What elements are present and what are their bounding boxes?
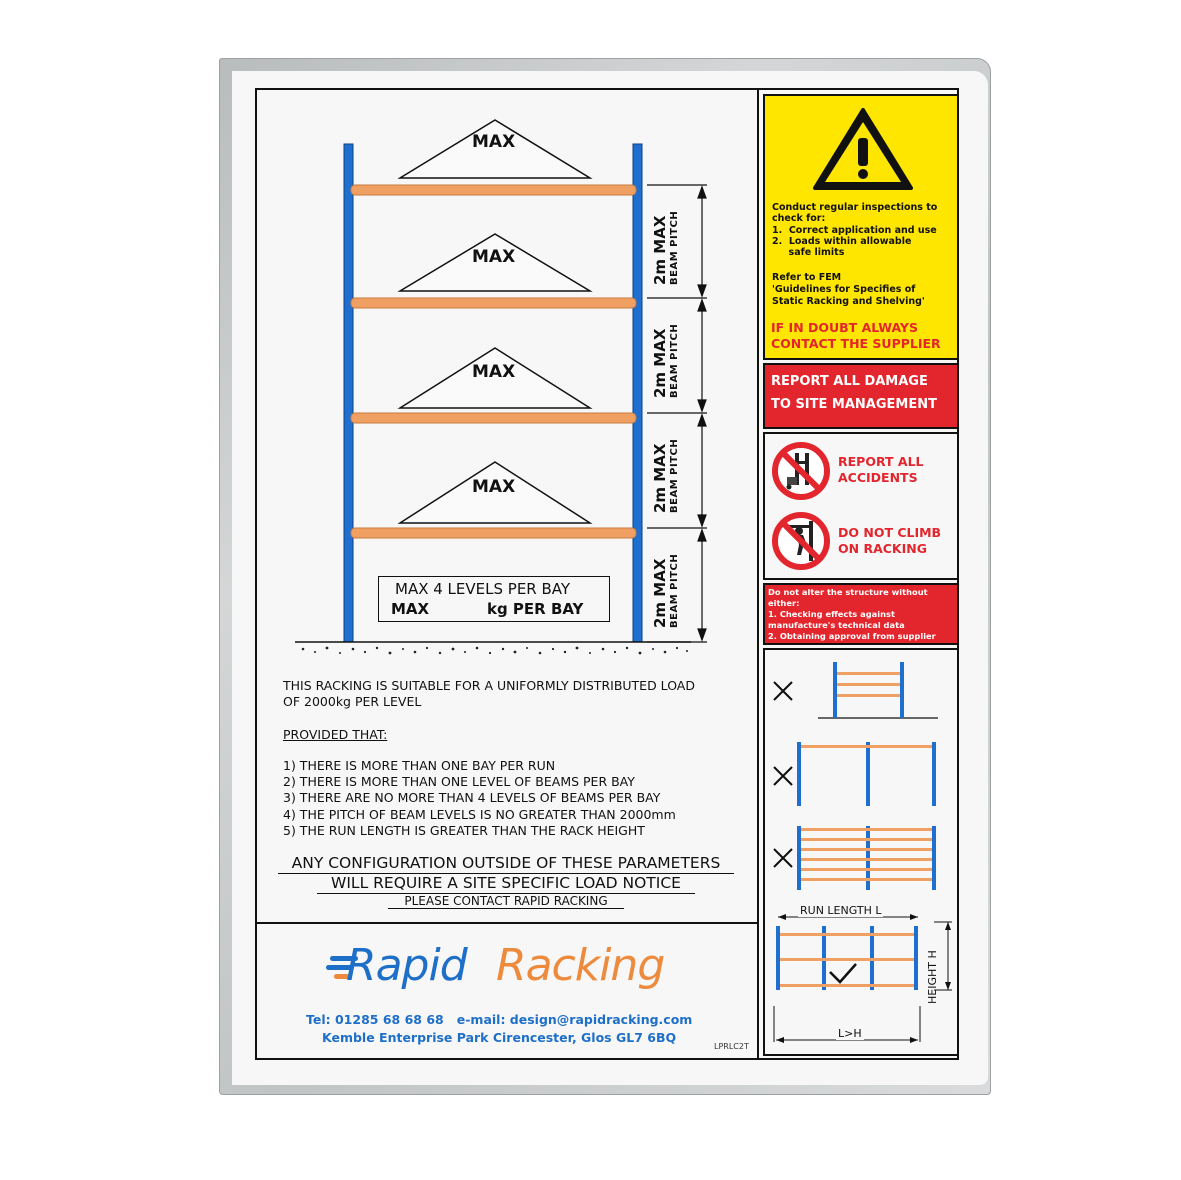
beam-pitch-caption: BEAM PITCH bbox=[669, 438, 680, 513]
damage-line-1: REPORT ALL DAMAGE bbox=[771, 374, 928, 389]
cross-icon-3 bbox=[773, 848, 793, 868]
configuration-warning-line-1: ANY CONFIGURATION OUTSIDE OF THESE PARAM… bbox=[278, 854, 734, 874]
provided-that-heading: PROVIDED THAT: bbox=[283, 727, 388, 742]
rack-diagram-svg bbox=[295, 119, 707, 655]
product-code: LPRLC2T bbox=[714, 1042, 749, 1051]
rack-diagram bbox=[255, 90, 755, 670]
refer-line-3: Static Racking and Shelving' bbox=[772, 296, 925, 307]
alter-line-1: Do not alter the structure without bbox=[768, 587, 928, 597]
left-upright bbox=[343, 143, 354, 643]
beam-pitch-label-2: 2m MAX BEAM PITCH bbox=[651, 324, 681, 398]
notice-intro-line-1: THIS RACKING IS SUITABLE FOR A UNIFORMLY… bbox=[283, 678, 695, 693]
beam-pitch-value: 2m MAX bbox=[651, 215, 669, 285]
refer-line-2: 'Guidelines for Specifies of bbox=[772, 284, 916, 295]
beam-pitch-label-4: 2m MAX BEAM PITCH bbox=[651, 554, 681, 628]
checkmark-icon bbox=[829, 963, 857, 984]
beam-pitch-value: 2m MAX bbox=[651, 328, 669, 398]
configuration-examples-panel bbox=[763, 648, 959, 1056]
alter-line-4: manufacture's technical data bbox=[768, 620, 905, 630]
triangle-max-label-4: MAX bbox=[472, 477, 516, 497]
do-not-alter-panel bbox=[763, 583, 959, 645]
inspection-line-4: 2. Loads within allowable bbox=[772, 236, 912, 247]
ground-gravel bbox=[301, 646, 688, 655]
alter-line-5: 2. Obtaining approval from supplier bbox=[768, 631, 936, 641]
configuration-warning-line-2: WILL REQUIRE A SITE SPECIFIC LOAD NOTICE bbox=[317, 874, 695, 894]
run-length-label: RUN LENGTH L bbox=[798, 904, 884, 917]
triangle-max-label-2: MAX bbox=[472, 247, 516, 267]
inspection-line-1: Conduct regular inspections to bbox=[772, 202, 938, 213]
refer-line-1: Refer to FEM bbox=[772, 272, 842, 283]
condition-2: 2) THERE IS MORE THAN ONE LEVEL OF BEAMS… bbox=[283, 774, 635, 789]
beam-pitch-caption: BEAM PITCH bbox=[669, 323, 680, 398]
load-triangle-1 bbox=[397, 119, 593, 179]
condition-3: 3) THERE ARE NO MORE THAN 4 LEVELS OF BE… bbox=[283, 790, 661, 805]
load-triangle-3 bbox=[397, 347, 593, 409]
beam-level-3 bbox=[350, 412, 637, 424]
beam-pitch-value: 2m MAX bbox=[651, 443, 669, 513]
contact-tel-email: Tel: 01285 68 68 68 e-mail: design@rapid… bbox=[306, 1012, 693, 1027]
load-triangle-4 bbox=[397, 461, 593, 524]
rapid-racking-logo: Rapid Racking bbox=[322, 938, 712, 998]
damage-line-2: TO SITE MANAGEMENT bbox=[771, 397, 937, 412]
frame-horizontal-divider bbox=[255, 922, 759, 924]
configuration-examples-svg bbox=[773, 662, 952, 1043]
beam-pitch-label-3: 2m MAX BEAM PITCH bbox=[651, 439, 681, 513]
doubt-line-2: CONTACT THE SUPPLIER bbox=[771, 336, 941, 351]
height-label: HEIGHT H bbox=[926, 950, 939, 1004]
frame-vertical-divider bbox=[757, 88, 759, 1060]
accidents-line-1: REPORT ALL bbox=[838, 454, 924, 469]
inspection-line-2: check for: bbox=[772, 213, 826, 224]
levels-per-bay-text: MAX 4 LEVELS PER BAY bbox=[395, 580, 571, 598]
condition-5: 5) THE RUN LENGTH IS GREATER THAN THE RA… bbox=[283, 823, 645, 838]
pitch-dimension-lines bbox=[647, 184, 707, 643]
levels-per-bay-box: MAX 4 LEVELS PER BAY MAX kg PER BAY bbox=[378, 576, 610, 622]
kg-per-bay-prefix: MAX bbox=[391, 600, 430, 618]
alter-line-2: either: bbox=[768, 598, 800, 608]
notice-intro-line-2: OF 2000kg PER LEVEL bbox=[283, 694, 422, 709]
beam-level-2 bbox=[350, 297, 637, 309]
climb-line-2: ON RACKING bbox=[838, 541, 927, 556]
kg-per-bay-suffix: kg PER BAY bbox=[487, 600, 584, 618]
beam-level-4 bbox=[350, 527, 637, 539]
right-upright bbox=[632, 143, 643, 643]
triangle-max-label-3: MAX bbox=[472, 362, 516, 382]
logo-speed-lines-icon bbox=[326, 956, 358, 979]
beam-pitch-caption: BEAM PITCH bbox=[669, 210, 680, 285]
alter-line-3: 1. Checking effects against bbox=[768, 609, 895, 619]
length-greater-than-height-label: L>H bbox=[836, 1027, 864, 1040]
beam-pitch-label-1: 2m MAX BEAM PITCH bbox=[651, 211, 681, 285]
contact-line: PLEASE CONTACT RAPID RACKING bbox=[388, 894, 624, 909]
inspection-line-3: 1. Correct application and use bbox=[772, 225, 937, 236]
report-damage-panel bbox=[763, 363, 959, 429]
cross-icon-2 bbox=[773, 766, 793, 786]
load-triangle-2 bbox=[397, 233, 593, 292]
logo-word-rapid: Rapid bbox=[346, 940, 468, 991]
accidents-line-2: ACCIDENTS bbox=[838, 470, 918, 485]
climb-line-1: DO NOT CLIMB bbox=[838, 525, 942, 540]
cross-icon-1 bbox=[773, 681, 793, 701]
condition-4: 4) THE PITCH OF BEAM LEVELS IS NO GREATE… bbox=[283, 807, 676, 822]
logo-word-racking: Racking bbox=[496, 940, 665, 991]
no-accidents-sign-icon bbox=[772, 442, 830, 500]
beam-pitch-caption: BEAM PITCH bbox=[669, 553, 680, 628]
beam-pitch-value: 2m MAX bbox=[651, 558, 669, 628]
doubt-line-1: IF IN DOUBT ALWAYS bbox=[771, 320, 918, 335]
warning-triangle-icon bbox=[813, 108, 913, 190]
no-climbing-sign-icon bbox=[772, 512, 830, 570]
condition-1: 1) THERE IS MORE THAN ONE BAY PER RUN bbox=[283, 758, 556, 773]
contact-address: Kemble Enterprise Park Cirencester, Glos… bbox=[322, 1030, 677, 1045]
beam-level-1 bbox=[350, 184, 637, 196]
triangle-max-label-1: MAX bbox=[472, 132, 516, 152]
inspection-line-5: safe limits bbox=[772, 247, 845, 258]
